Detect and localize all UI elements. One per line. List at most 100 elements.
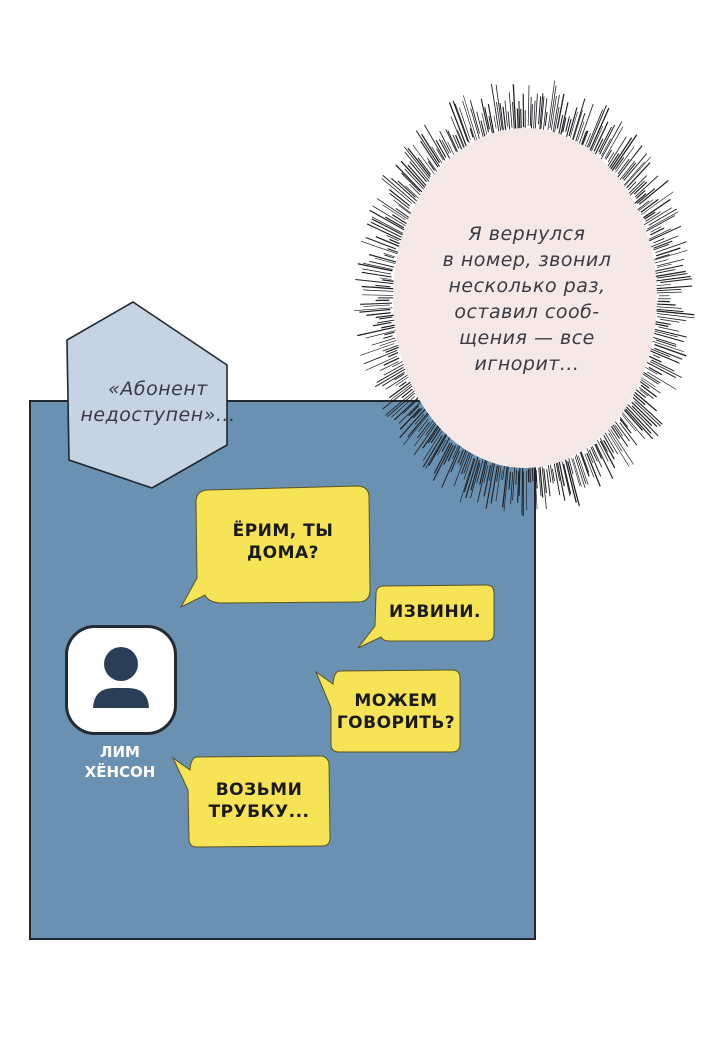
thought-ray <box>631 405 653 427</box>
thought-ray <box>638 180 669 205</box>
thought-ray <box>633 394 646 406</box>
thought-ray <box>518 100 521 129</box>
thought-ray <box>362 268 392 275</box>
thought-ray <box>452 100 469 142</box>
message-bubble-1[interactable] <box>179 485 371 609</box>
thought-ray <box>395 208 410 219</box>
thought-ray <box>435 139 447 158</box>
thought-ray <box>447 141 455 157</box>
thought-line: в номер, звонил <box>442 249 612 271</box>
thought-ray <box>379 316 393 320</box>
message-bubble-2[interactable] <box>357 584 495 649</box>
thought-ray <box>656 273 688 279</box>
thought-ray <box>401 172 421 192</box>
thought-ray <box>439 130 452 153</box>
thought-ray <box>387 248 400 254</box>
message-text-3: МОЖЕМ ГОВОРИТЬ? <box>334 690 458 734</box>
thought-ray <box>455 134 464 152</box>
thought-ray <box>581 130 589 148</box>
thought-ray <box>389 238 400 245</box>
thought-ray <box>655 241 687 253</box>
thought-ray <box>553 107 560 135</box>
thought-ray <box>382 344 399 352</box>
thought-ray <box>382 175 417 205</box>
thought-ray <box>633 181 648 195</box>
thought-ray <box>558 461 565 487</box>
thought-ray <box>359 308 391 313</box>
thought-ray <box>391 360 405 368</box>
thought-ray <box>643 365 658 375</box>
message-bubble-4[interactable] <box>171 755 331 848</box>
thought-ray <box>655 275 691 282</box>
message-text-2: ИЗВИНИ. <box>378 601 492 623</box>
thought-ray <box>660 278 693 283</box>
thought-ray <box>487 103 495 137</box>
thought-ray <box>645 211 661 222</box>
thought-ray <box>598 126 612 153</box>
thought-ray <box>607 428 623 452</box>
thought-ray <box>608 153 620 169</box>
thought-ray <box>625 402 659 437</box>
thought-ray <box>363 349 398 365</box>
thought-ray <box>370 221 403 239</box>
thought-ray <box>638 377 661 394</box>
thought-ray <box>357 263 393 272</box>
thought-ray <box>638 386 654 399</box>
message-text-4: ВОЗЬМИ ТРУБКУ... <box>192 779 326 823</box>
thought-ray <box>386 234 399 241</box>
thought-ray <box>571 98 586 143</box>
thought-ray <box>654 306 682 309</box>
thought-ray <box>361 271 392 278</box>
thought-ray <box>385 346 401 353</box>
contact-avatar[interactable] <box>65 625 177 735</box>
thought-ray <box>368 253 399 264</box>
thought-ray <box>546 469 551 497</box>
thought-ray <box>544 112 548 126</box>
thought-ray <box>407 164 428 188</box>
thought-ray <box>371 216 404 234</box>
thought-ray <box>470 108 481 141</box>
thought-ray <box>561 460 571 497</box>
thought-ray <box>650 227 665 236</box>
contact-name: ЛИМ ХЁНСОН <box>68 742 172 782</box>
thought-ray <box>627 181 637 191</box>
thought-ray <box>385 216 405 229</box>
thought-ray <box>653 354 661 359</box>
thought-ray <box>393 199 413 214</box>
thought-ray <box>556 93 565 129</box>
hexagon-line: «Абонент <box>108 378 208 400</box>
thought-ray <box>390 383 413 400</box>
thought-ray <box>655 321 671 325</box>
message-line: ИЗВИНИ. <box>389 602 481 622</box>
thought-ray <box>607 152 615 163</box>
message-bubble-3[interactable] <box>314 669 461 753</box>
thought-ray <box>398 204 412 215</box>
thought-ray <box>450 116 465 150</box>
thought-ray <box>622 156 652 189</box>
thought-ray <box>375 284 391 288</box>
thought-ray <box>424 124 446 161</box>
thought-ray <box>615 145 643 180</box>
thought-ray <box>596 439 609 462</box>
thought-ray <box>480 120 486 138</box>
thought-ray <box>640 191 674 216</box>
thought-ray <box>636 188 656 204</box>
thought-ray <box>502 106 507 131</box>
thought-ray <box>588 107 610 153</box>
thought-ray <box>377 319 396 324</box>
thought-ray <box>375 236 402 248</box>
thought-ray <box>642 373 659 385</box>
thought-ray <box>609 423 621 439</box>
thought-ray <box>656 303 676 306</box>
message-line: ДОМА? <box>246 543 320 563</box>
thought-ray <box>388 189 411 207</box>
thought-ray <box>586 447 594 464</box>
thought-ray <box>619 417 629 428</box>
thought-ray <box>565 118 572 140</box>
thought-ray <box>403 146 430 179</box>
thought-line: игнорит... <box>474 353 580 375</box>
thought-ray <box>365 330 397 339</box>
thought-ray <box>476 111 484 138</box>
thought-ray <box>383 363 405 376</box>
thought-ray <box>540 96 545 129</box>
